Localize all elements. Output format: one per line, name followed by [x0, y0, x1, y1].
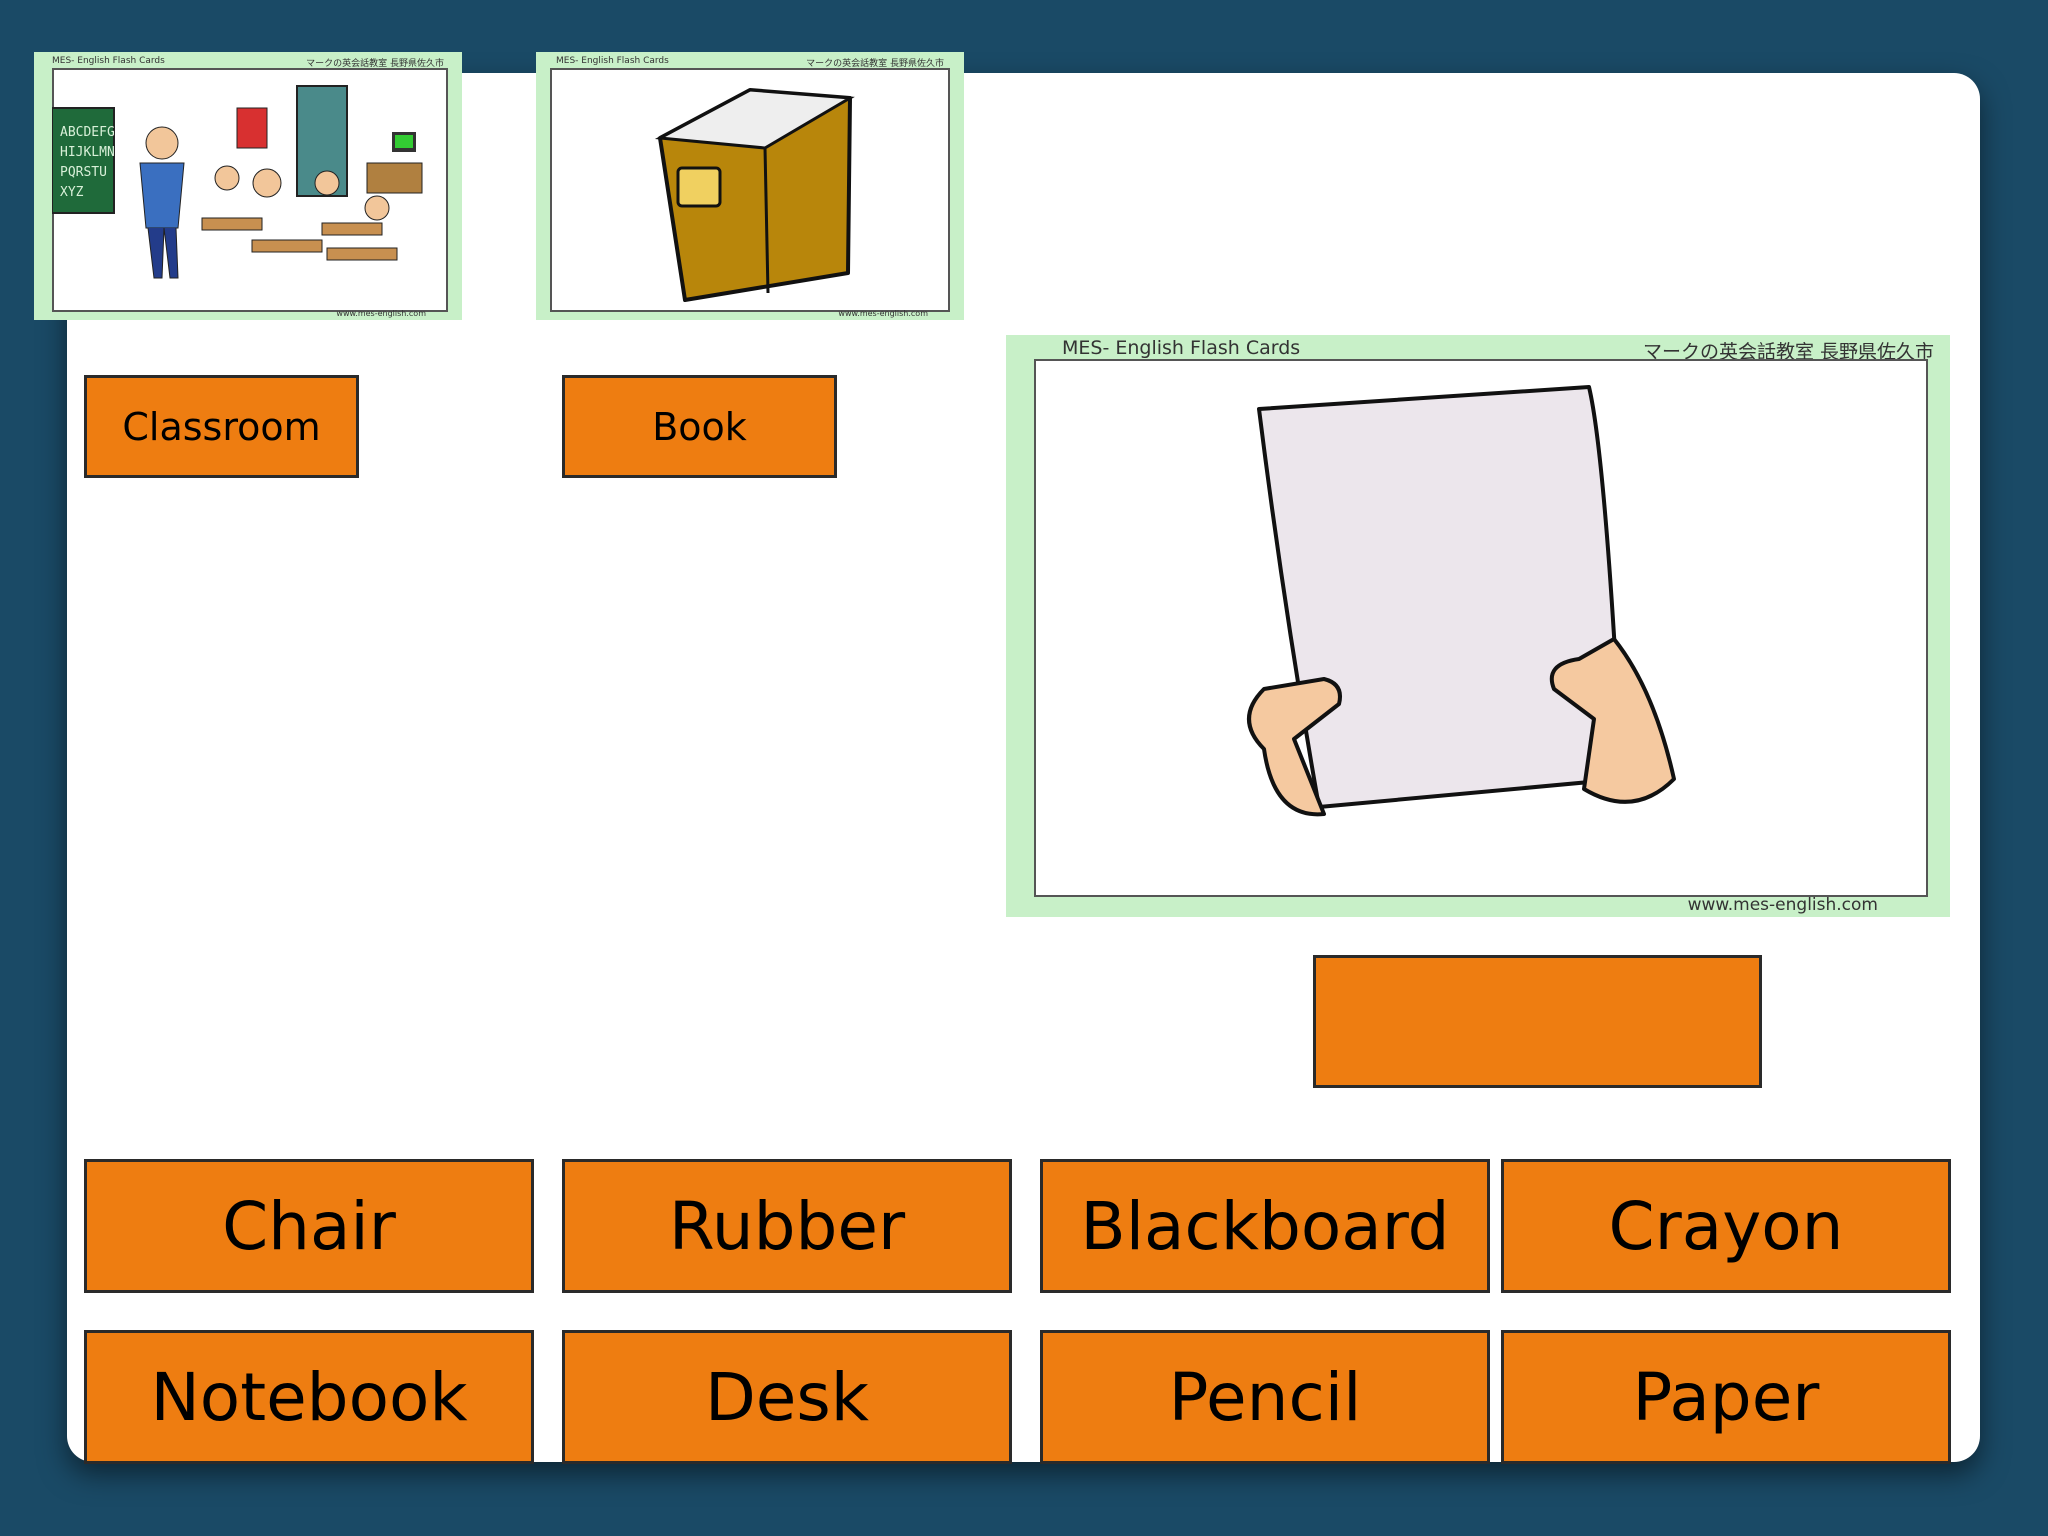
classroom-label[interactable]: Classroom — [84, 375, 359, 478]
svg-text:ABCDEFG: ABCDEFG — [60, 125, 115, 140]
book-illustration — [654, 88, 855, 302]
word-blackboard[interactable]: Blackboard — [1040, 1159, 1490, 1293]
paper-illustration — [1247, 385, 1676, 817]
card-header-right: マークの英会話教室 長野県佐久市 — [306, 59, 444, 69]
word-desk[interactable]: Desk — [562, 1330, 1012, 1464]
word-chair[interactable]: Chair — [84, 1159, 534, 1293]
book-flash-card[interactable]: MES- English Flash Cards マークの英会話教室 長野県佐久… — [536, 52, 964, 320]
card-footer: www.mes-english.com — [1687, 895, 1878, 915]
svg-text:XYZ: XYZ — [60, 185, 84, 200]
word-pencil[interactable]: Pencil — [1040, 1330, 1490, 1464]
card-header-left: MES- English Flash Cards — [1062, 337, 1301, 359]
word-paper[interactable]: Paper — [1501, 1330, 1951, 1464]
card-header-left: MES- English Flash Cards — [52, 56, 165, 66]
word-notebook[interactable]: Notebook — [84, 1330, 534, 1464]
svg-text:PQRSTU: PQRSTU — [60, 165, 107, 180]
card-footer: www.mes-english.com — [336, 309, 426, 318]
svg-text:HIJKLMN: HIJKLMN — [60, 145, 115, 160]
classroom-illustration: ABCDEFG HIJKLMN PQRSTU XYZ — [52, 85, 423, 279]
card-header-right: マークの英会話教室 長野県佐久市 — [1642, 341, 1934, 363]
card-footer: www.mes-english.com — [838, 309, 928, 318]
word-crayon[interactable]: Crayon — [1501, 1159, 1951, 1293]
word-rubber[interactable]: Rubber — [562, 1159, 1012, 1293]
card-header-right: マークの英会話教室 長野県佐久市 — [806, 59, 944, 69]
classroom-flash-card[interactable]: MES- English Flash Cards マークの英会話教室 長野県佐久… — [34, 52, 462, 320]
card-header-left: MES- English Flash Cards — [556, 56, 669, 66]
paper-flash-card[interactable]: MES- English Flash Cards マークの英会話教室 長野県佐久… — [1006, 335, 1950, 917]
book-label[interactable]: Book — [562, 375, 837, 478]
answer-drop-target[interactable] — [1313, 955, 1762, 1088]
